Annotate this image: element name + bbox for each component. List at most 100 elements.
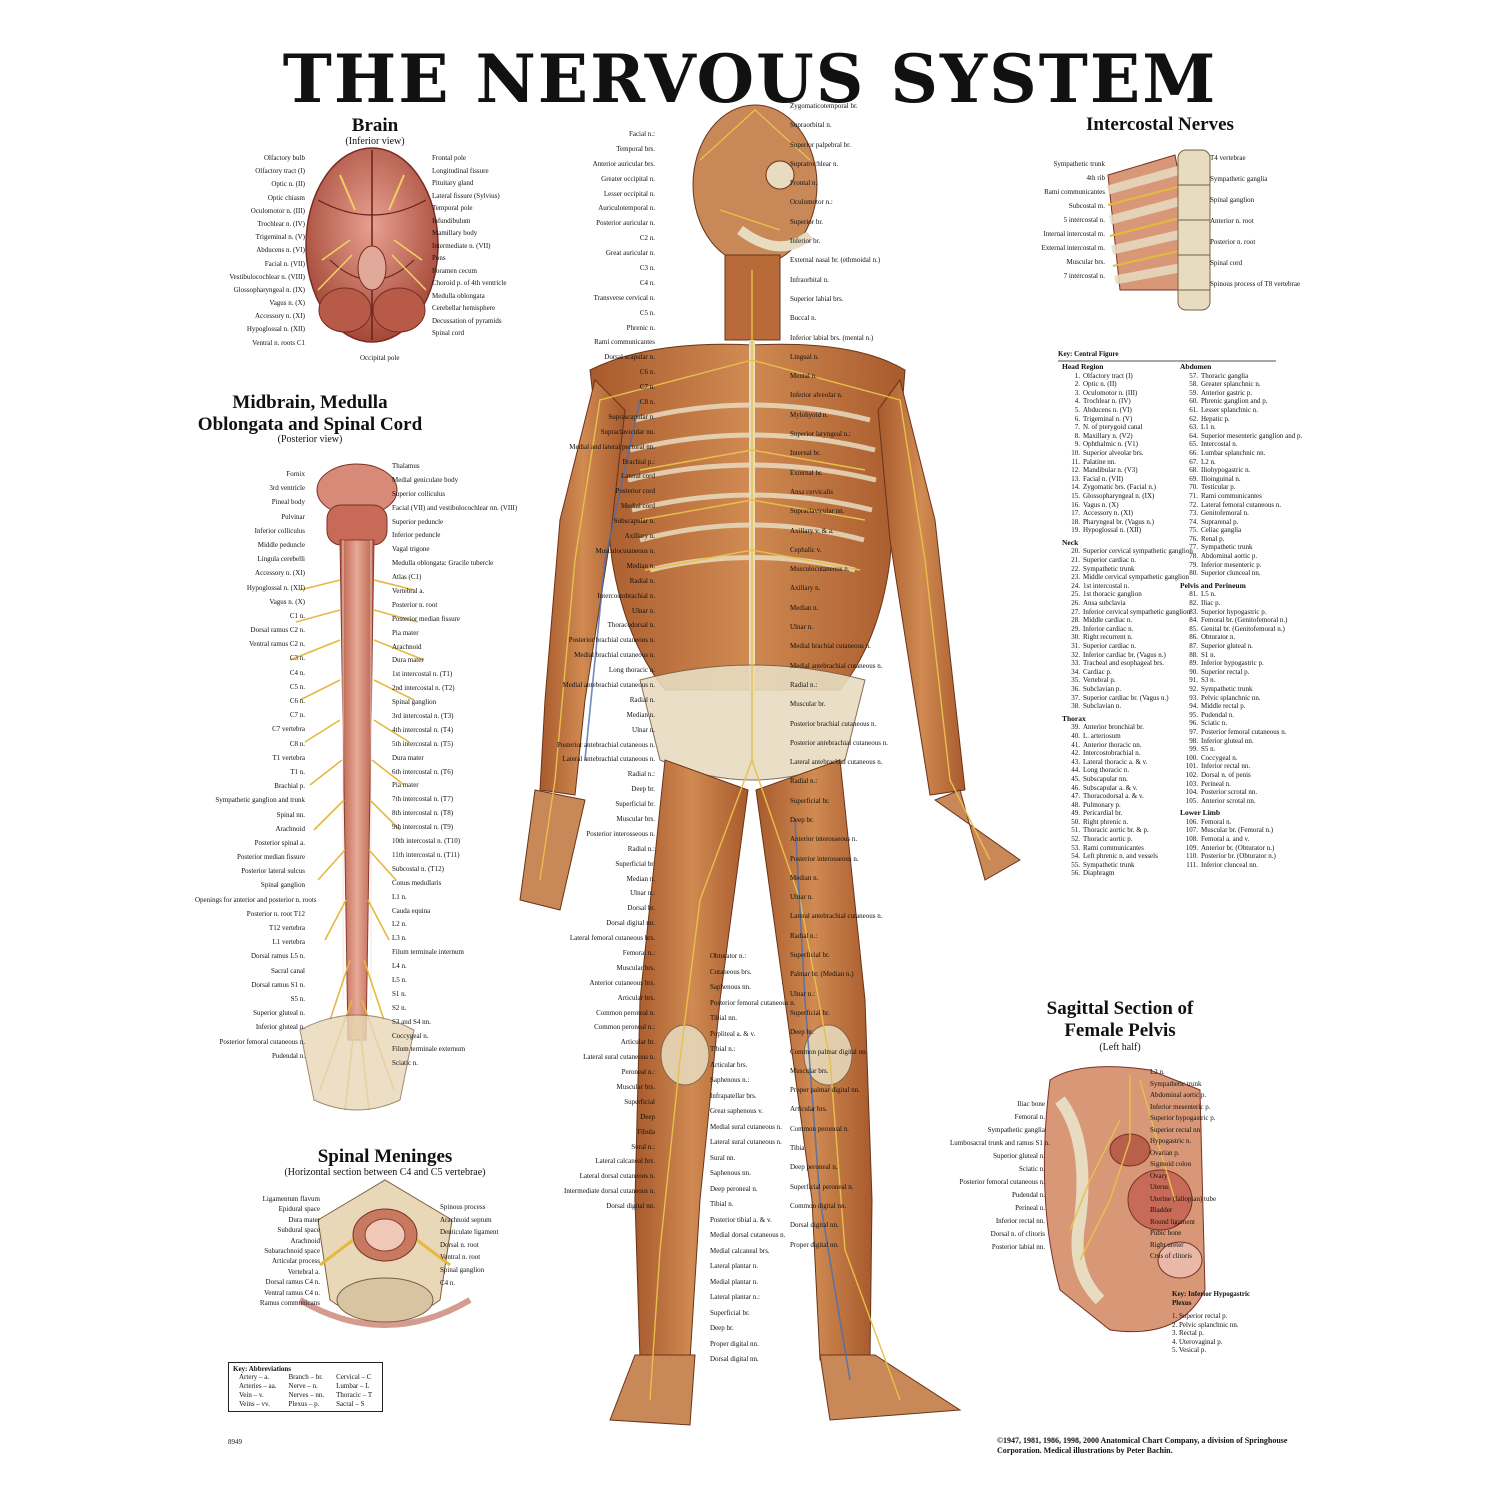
callout-label: Spinal cord [432, 329, 465, 337]
callout-label: Cutaneous brs. [710, 967, 752, 976]
callout-label: Medial brachial cutaneous n. [574, 651, 655, 660]
key-item-label: Intercostobrachial n. [1083, 749, 1141, 758]
key-item: 32.Inferior cardiac br. (Vagus n.) [1062, 651, 1180, 660]
key-item-label: Optic n. (II) [1083, 380, 1117, 389]
key-item-number: 102. [1185, 770, 1198, 779]
callout-label: Temporal brs. [616, 144, 655, 153]
abbreviation-cell: Nerves – nn. [288, 1391, 325, 1399]
key-item-label: 1st thoracic ganglion [1083, 590, 1142, 599]
callout-label: Muscular br. [790, 700, 826, 709]
key-section-heading: Thorax [1062, 713, 1086, 723]
key-item-number: 68. [1189, 466, 1198, 475]
key-item-label: Inferior cervical sympathetic ganglion [1083, 607, 1191, 616]
callout-label: Thalamus [392, 462, 420, 470]
callout-label: Cauda equina [392, 906, 431, 915]
key-item-label: Femoral br. (Genitofemoral n.) [1201, 616, 1288, 625]
callout-label: Uterus [1150, 1183, 1169, 1191]
key-item-number: 54. [1071, 852, 1080, 861]
callout-label: Common peroneal n. [790, 1124, 849, 1133]
callout-label: Conus medullaris [392, 878, 442, 887]
key-item-number: 55. [1071, 860, 1080, 869]
key-item-label: Thoracodorsal a. & v. [1083, 792, 1144, 801]
key-item-number: 88. [1189, 650, 1198, 659]
key-item-label: Diaphragm [1083, 869, 1115, 878]
key-item: 30.Right recurrent n. [1062, 633, 1180, 642]
callout-label: Greater occipital n. [601, 174, 655, 183]
key-item-label: Posterior femoral cutaneous n. [1201, 727, 1287, 736]
key-item: 68.Iliohypogastric n. [1180, 466, 1280, 475]
key-item: 49.Pericardial br. [1062, 809, 1180, 818]
key-item: 84.Femoral br. (Genitofemoral n.) [1180, 616, 1287, 625]
key-item-number: 61. [1189, 405, 1198, 414]
key-item: 76.Renal p. [1180, 535, 1280, 544]
key-item-label: Intercostal n. [1201, 440, 1238, 449]
key-item-label: Thoracic aortic p. [1083, 835, 1133, 844]
key-item: 73.Genitofemoral n. [1180, 509, 1280, 518]
key-item: 85.Genital br. (Genitofemoral n.) [1180, 624, 1285, 634]
callout-label: Superior laryngeal n.: [790, 430, 851, 439]
brain-illustration [305, 147, 439, 343]
pelvis-key-item: 1. Superior rectal p. [1172, 1312, 1228, 1320]
key-item-label: Lateral femoral cutaneous n. [1201, 500, 1282, 509]
callout-label: Common peroneal n.: [594, 1023, 655, 1032]
callout-label: Ansa cervicalis [790, 487, 833, 496]
key-item-label: Pharyngeal br. (Vagus n.) [1083, 517, 1154, 526]
key-item: 69.Ilioinguinal n. [1180, 475, 1280, 484]
callout-label: Peroneal n.: [621, 1068, 655, 1077]
key-item-number: 85. [1189, 624, 1198, 633]
callout-label: Posterior cord [615, 487, 655, 496]
key-item-label: Pericardial br. [1083, 809, 1123, 818]
callout-label: Ligamentum flavum [262, 1195, 320, 1203]
callout-label: Palmar br. (Median n.) [790, 970, 854, 979]
callout-label: Zygomaticotemporal br. [790, 102, 858, 110]
callout-label: Openings for anterior and posterior n. r… [195, 895, 317, 904]
key-item: 95.Pudendal n. [1180, 711, 1280, 720]
key-item: 7.N. of pterygoid canal [1062, 423, 1180, 432]
callout-label: L4 n. [392, 962, 407, 971]
key-item-number: 56. [1071, 869, 1080, 878]
callout-label: Internal br. [790, 449, 821, 458]
callout-label: S3 and S4 nn. [392, 1017, 431, 1026]
callout-label: Deep br. [631, 785, 655, 794]
key-item: 110.Posterior br. (Obturator n.) [1180, 852, 1280, 861]
key-item: 39.Anterior bronchial br. [1062, 723, 1180, 732]
callout-label: Foramen cecum [432, 266, 477, 275]
abbreviation-cell: Cervical – C [336, 1373, 372, 1381]
callout-label: Deep br. [790, 1028, 814, 1037]
key-item-number: 42. [1071, 749, 1080, 758]
key-item-label: Femoral n. [1201, 817, 1232, 826]
central-key-title: Key: Central Figure [1058, 350, 1119, 358]
key-item: 70.Testicular p. [1180, 483, 1280, 492]
plate-number: 8949 [228, 1438, 242, 1446]
key-item-label: Ophthalmic n. (V1) [1083, 440, 1139, 449]
callout-label: Anterior auricular brs. [592, 159, 655, 168]
callout-label: Supraclavicular nn. [600, 427, 655, 436]
callout-label: Spinous process [440, 1203, 486, 1211]
brain-bottom-label: Occipital pole [360, 354, 400, 362]
key-item-label: Superior hypogastric p. [1201, 607, 1267, 616]
key-item-label: Sympathetic trunk [1201, 543, 1253, 552]
key-item-number: 60. [1189, 397, 1198, 406]
key-item: 77.Sympathetic trunk [1180, 543, 1280, 552]
callout-label: Brachial p. [274, 782, 305, 791]
callout-label: Lateral sural cutaneous n. [710, 1138, 782, 1146]
key-item-label: Cardiac p. [1083, 667, 1112, 676]
abbreviation-cell: Branch – br. [288, 1373, 323, 1381]
key-item: 47.Thoracodorsal a. & v. [1062, 792, 1180, 801]
callout-label: Dorsal ramus C4 n. [265, 1278, 320, 1287]
key-item-label: Right recurrent n. [1083, 633, 1133, 642]
callout-label: Pituitary gland [432, 179, 474, 187]
key-item: 63.L1 n. [1180, 423, 1280, 432]
key-item: 86.Obturator n. [1180, 633, 1280, 642]
key-item-number: 47. [1071, 792, 1080, 801]
key-item: 28.Middle cardiac n. [1062, 616, 1180, 625]
key-item-number: 101. [1185, 762, 1198, 771]
key-item-label: Inferior gluteal nn. [1201, 736, 1254, 745]
callout-label: S1 n. [392, 989, 407, 998]
key-item: 58.Greater splanchnic n. [1180, 380, 1280, 389]
callout-label: Rami communicantes [594, 338, 655, 347]
